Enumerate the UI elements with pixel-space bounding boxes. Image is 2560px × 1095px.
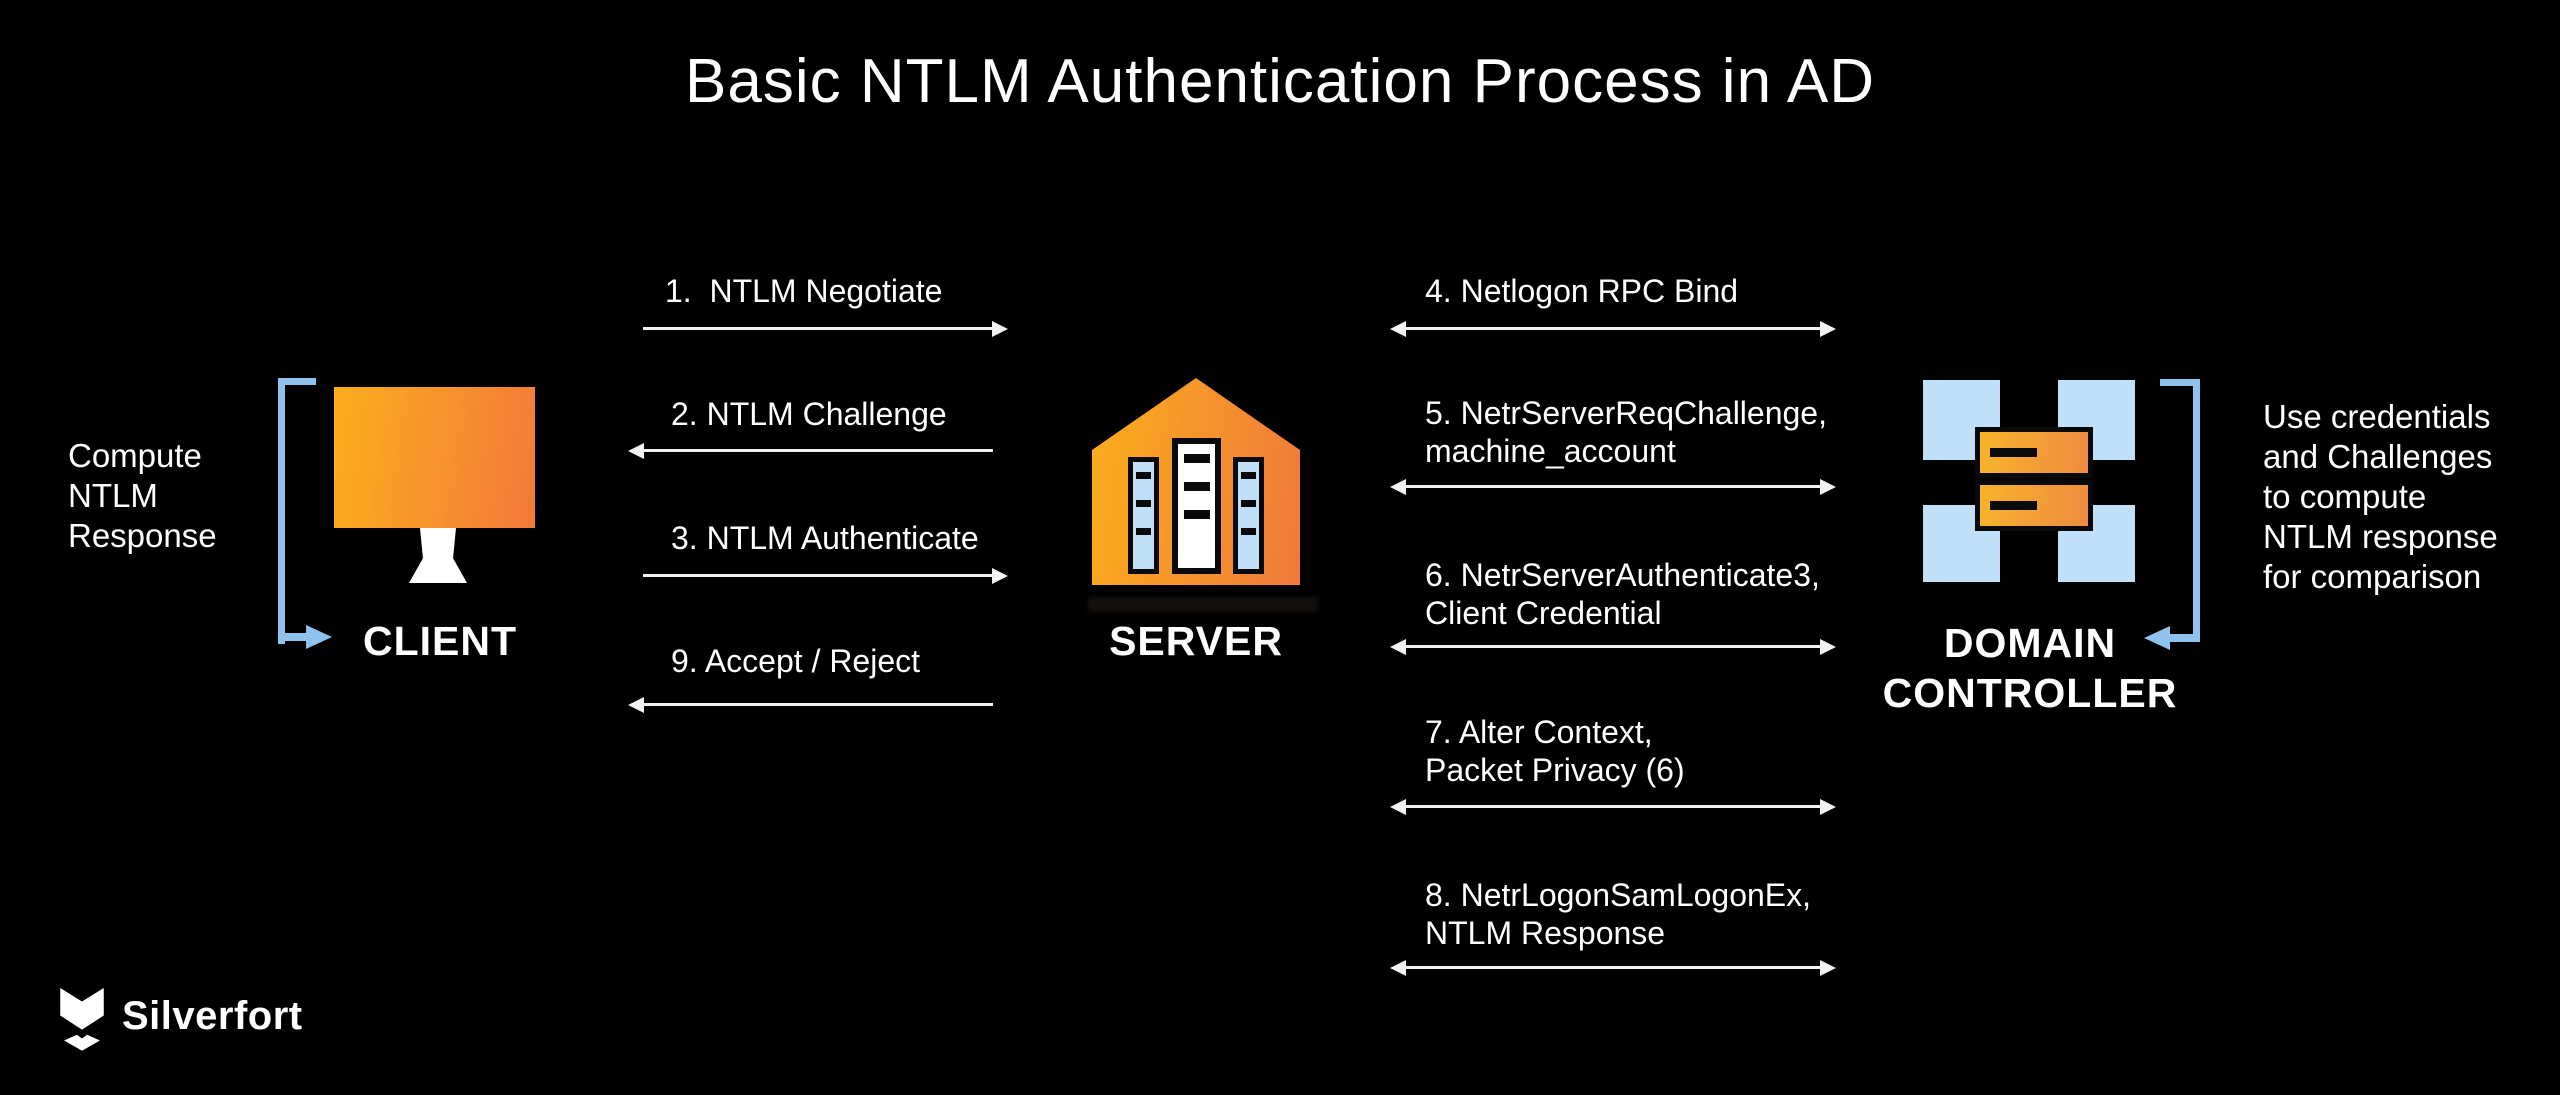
arrowhead-right-icon (1820, 960, 1836, 976)
client-bracket-top (278, 378, 316, 385)
client-monitor-stand-icon (409, 528, 467, 583)
client-bracket-bottom (278, 633, 308, 641)
message-label: 1. NTLM Negotiate (665, 273, 943, 309)
page-title: Basic NTLM Authentication Process in AD (685, 47, 1875, 116)
arrowhead-right-icon (992, 321, 1008, 337)
silverfort-logo-icon (60, 988, 104, 1051)
client-note: Compute NTLM Response (68, 437, 217, 554)
arrow-shaft (643, 574, 993, 577)
arrowhead-right-icon (992, 568, 1008, 584)
arrowhead-left-icon (628, 697, 644, 713)
arrowhead-right-icon (1820, 799, 1836, 815)
arrow-shaft (1405, 327, 1821, 330)
arrowhead-left-icon (1390, 799, 1406, 815)
silverfort-logo-text: Silverfort (122, 994, 303, 1038)
message-label: 2. NTLM Challenge (671, 396, 947, 432)
client-bracket-vertical (278, 378, 285, 644)
client-monitor-icon (334, 387, 535, 528)
domain-controller-label-line2: CONTROLLER (1882, 670, 2178, 716)
server-rack-right-icon (1233, 457, 1264, 574)
arrow-shaft (1405, 966, 1821, 969)
message-label: 8. NetrLogonSamLogonEx, NTLM Response (1425, 877, 1812, 951)
arrow-netrserverauthenticate3 (1390, 639, 1836, 655)
faint-attribution-artifact (1088, 597, 1318, 612)
arrow-shaft (1405, 805, 1821, 808)
arrow-shaft (643, 449, 993, 452)
arrow-shaft (1405, 485, 1821, 488)
arrowhead-left-icon (628, 443, 644, 459)
message-label: 6. NetrServerAuthenticate3, Client Crede… (1425, 557, 1820, 631)
server-label: SERVER (1109, 618, 1283, 664)
arrow-ntlm-negotiate (643, 321, 1008, 337)
server-rack-middle-icon (1172, 438, 1221, 574)
dc-bracket-vertical (2193, 379, 2200, 642)
dc-server-unit-icon (1975, 427, 2093, 478)
server-icon (1092, 378, 1300, 585)
arrow-shaft (643, 327, 993, 330)
arrow-ntlm-authenticate (643, 568, 1008, 584)
arrow-shaft (643, 703, 993, 706)
server-rack-left-icon (1128, 457, 1159, 574)
message-label: 4. Netlogon RPC Bind (1425, 273, 1739, 309)
message-label: 5. NetrServerReqChallenge, machine_accou… (1425, 395, 1827, 469)
message-label: 7. Alter Context, Packet Privacy (6) (1425, 714, 1685, 788)
domain-controller-icon (1923, 380, 2135, 582)
dc-server-unit-icon (1975, 480, 2093, 531)
arrow-accept-reject (628, 697, 993, 713)
message-label: 3. NTLM Authenticate (671, 520, 979, 556)
dc-bracket-arrow-icon (2144, 626, 2170, 650)
arrow-ntlm-challenge (628, 443, 993, 459)
arrowhead-right-icon (1820, 639, 1836, 655)
arrowhead-left-icon (1390, 321, 1406, 337)
arrowhead-left-icon (1390, 479, 1406, 495)
arrowhead-right-icon (1820, 479, 1836, 495)
arrow-netrlogonsamlogonex (1390, 960, 1836, 976)
dc-bracket-bottom (2170, 634, 2200, 642)
arrowhead-left-icon (1390, 960, 1406, 976)
arrowhead-left-icon (1390, 639, 1406, 655)
arrow-netlogon-rpc-bind (1390, 321, 1836, 337)
message-label: 9. Accept / Reject (671, 643, 921, 679)
domain-controller-label: DOMAIN CONTROLLER (1880, 618, 2180, 718)
client-bracket-arrow-icon (306, 625, 332, 649)
arrow-netrserverreqchallenge (1390, 479, 1836, 495)
domain-controller-note: Use credentials and Challenges to comput… (2263, 398, 2498, 595)
arrowhead-right-icon (1820, 321, 1836, 337)
arrow-shaft (1405, 645, 1821, 648)
client-label: CLIENT (362, 618, 518, 664)
dc-bracket-top (2160, 379, 2200, 386)
domain-controller-label-line1: DOMAIN (1943, 620, 2117, 666)
arrow-alter-context (1390, 799, 1836, 815)
